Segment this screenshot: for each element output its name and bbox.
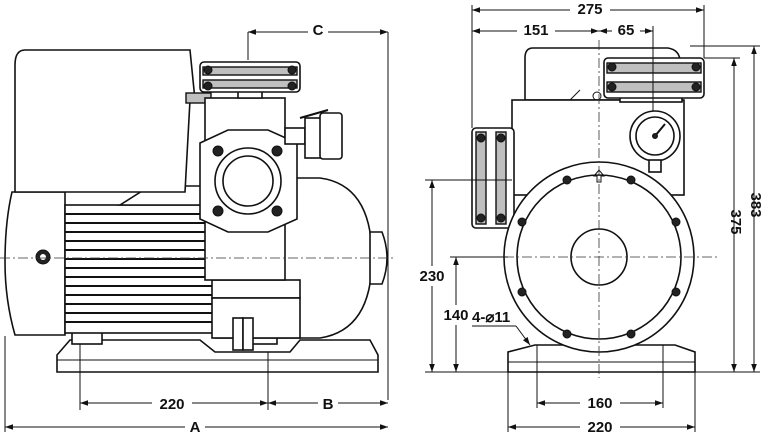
dim-front-383: 383 — [747, 192, 764, 217]
dim-front-65: 65 — [618, 22, 635, 39]
dim-side-a: A — [190, 419, 201, 434]
side-motor-ribs — [64, 204, 216, 334]
dim-front-230: 230 — [419, 268, 444, 285]
side-base-plate — [56, 339, 379, 373]
front-side-flange — [471, 127, 515, 229]
front-top-flange — [603, 57, 705, 99]
side-motor-end-cap — [4, 191, 66, 336]
dim-front-375: 375 — [727, 209, 744, 234]
side-valve-fitting — [284, 109, 343, 160]
dim-front-160: 160 — [587, 395, 612, 412]
front-pressure-gauge — [629, 110, 681, 173]
dim-front-275: 275 — [577, 1, 602, 18]
side-control-box — [14, 49, 196, 193]
front-view: 275 151 65 383 375 230 140 4-⌀11 — [416, 0, 764, 434]
dim-front-220: 220 — [587, 419, 612, 434]
dim-front-140: 140 — [443, 307, 468, 324]
dim-front-151: 151 — [523, 22, 548, 39]
side-top-flange — [199, 61, 301, 93]
dim-side-b: B — [323, 396, 334, 413]
side-front-flange — [199, 129, 298, 233]
dim-side-220: 220 — [159, 396, 184, 413]
dim-side-c: C — [313, 22, 324, 39]
side-view: C 220 B A — [0, 20, 395, 434]
dim-front-holes: 4-⌀11 — [472, 309, 510, 326]
